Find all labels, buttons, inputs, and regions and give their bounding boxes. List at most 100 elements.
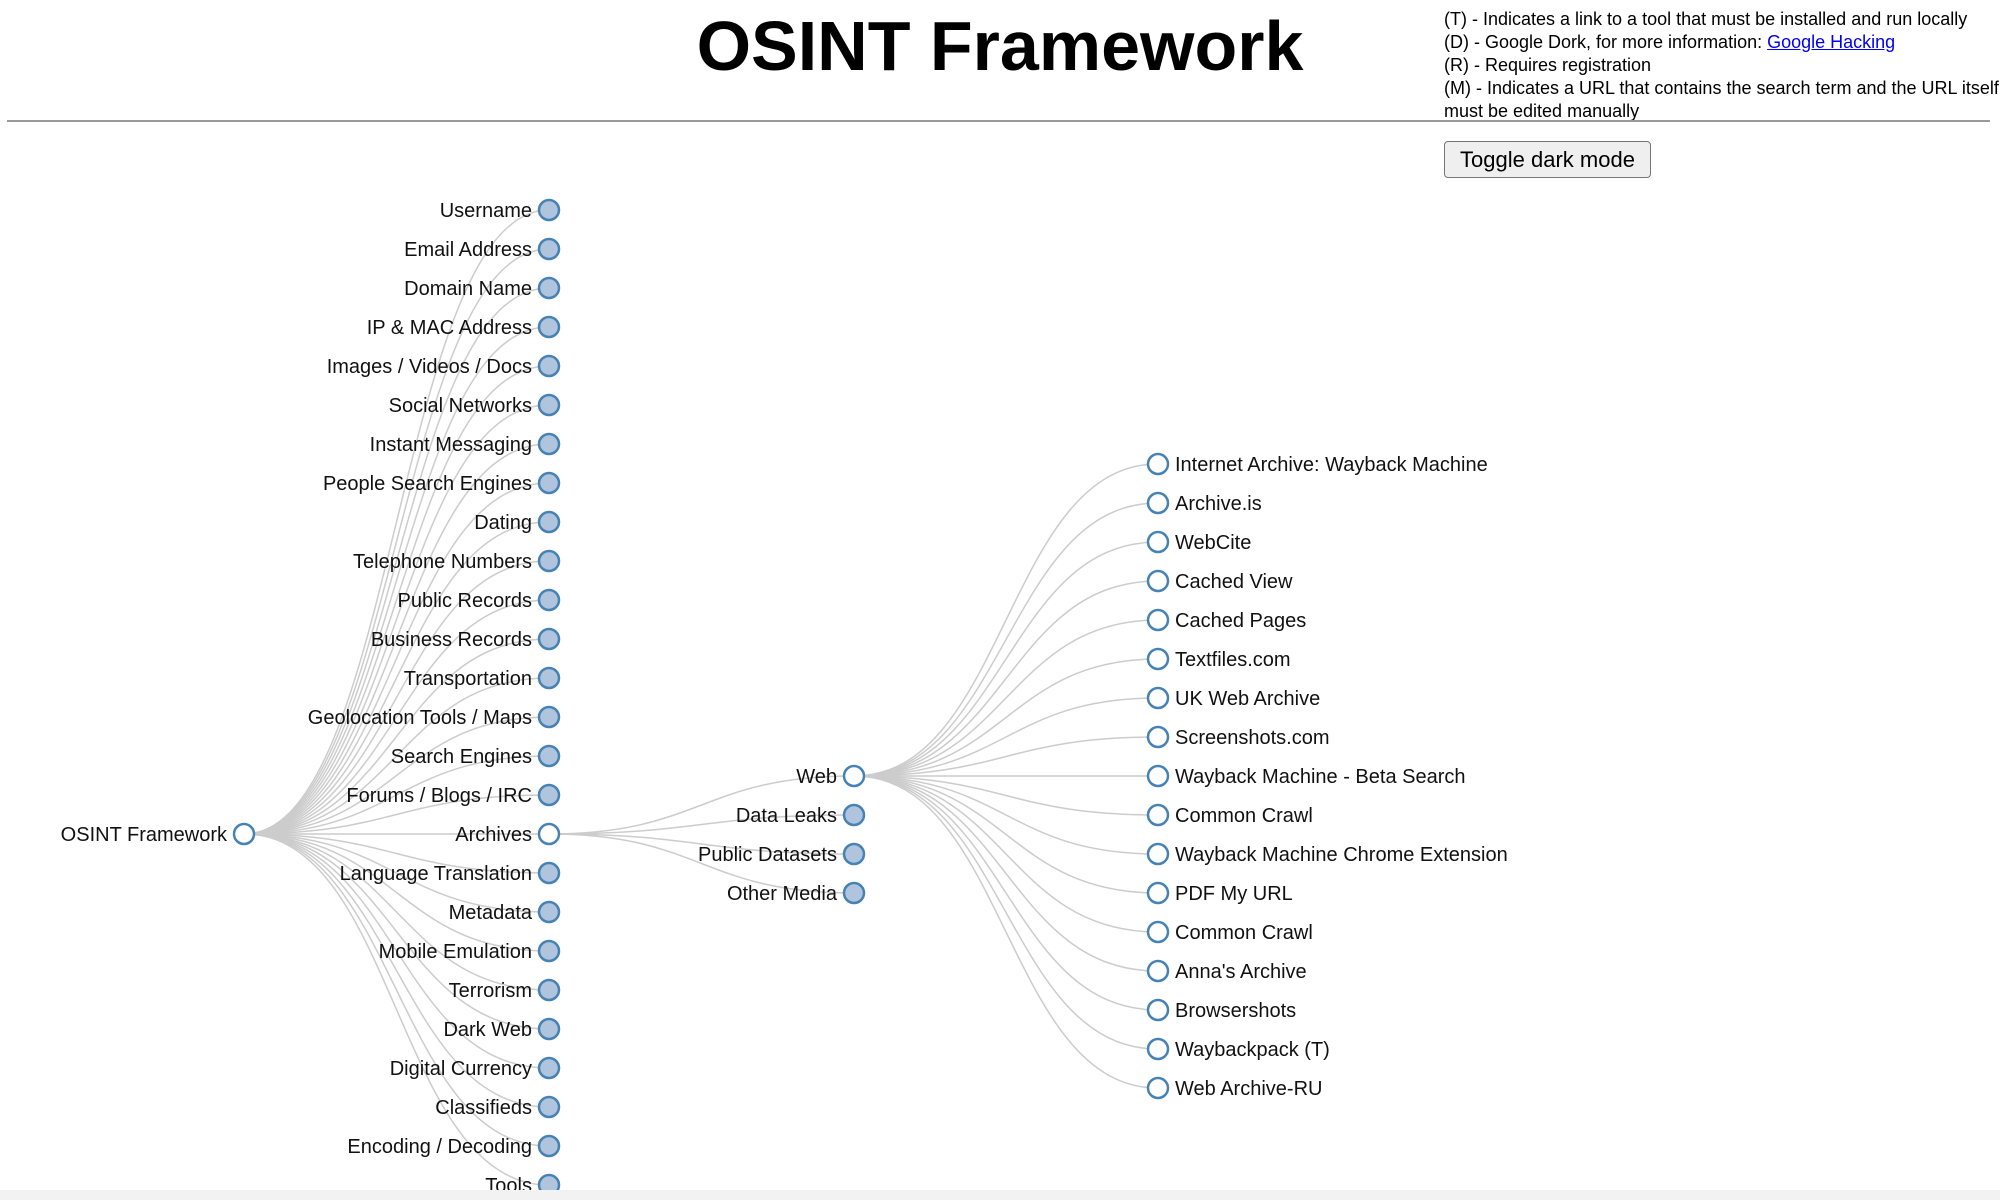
tree-link xyxy=(243,833,550,991)
node-circle-icon[interactable] xyxy=(537,1017,561,1041)
node-circle-icon[interactable] xyxy=(1146,686,1170,710)
node-circle-icon[interactable] xyxy=(537,705,561,729)
tree-node-web-archive-ru[interactable]: Web Archive-RU xyxy=(1146,1076,1322,1100)
tree-node-geolocation-tools-maps[interactable]: Geolocation Tools / Maps xyxy=(308,705,561,729)
node-circle-icon[interactable] xyxy=(842,764,866,788)
node-circle-icon[interactable] xyxy=(1146,998,1170,1022)
tree-node-screenshots-com[interactable]: Screenshots.com xyxy=(1146,725,1330,749)
node-circle-icon[interactable] xyxy=(1146,608,1170,632)
tree-node-web[interactable]: Web xyxy=(796,764,866,788)
tree-node-osint-framework[interactable]: OSINT Framework xyxy=(61,822,256,846)
node-circle-icon[interactable] xyxy=(1146,842,1170,866)
tree-node-common-crawl[interactable]: Common Crawl xyxy=(1146,920,1313,944)
tree-node-public-records[interactable]: Public Records xyxy=(397,588,561,612)
node-circle-icon[interactable] xyxy=(537,627,561,651)
node-circle-icon[interactable] xyxy=(537,315,561,339)
node-circle-icon[interactable] xyxy=(1146,725,1170,749)
node-circle-icon[interactable] xyxy=(537,666,561,690)
tree-node-archive-is[interactable]: Archive.is xyxy=(1146,491,1262,515)
tree-node-business-records[interactable]: Business Records xyxy=(371,627,561,651)
node-circle-icon[interactable] xyxy=(537,1056,561,1080)
tree-node-metadata[interactable]: Metadata xyxy=(449,900,561,924)
tree-node-other-media[interactable]: Other Media xyxy=(727,881,866,905)
node-circle-icon[interactable] xyxy=(537,900,561,924)
tree-node-username[interactable]: Username xyxy=(440,198,561,222)
tree-node-transportation[interactable]: Transportation xyxy=(404,666,561,690)
node-circle-icon[interactable] xyxy=(232,822,256,846)
google-hacking-link[interactable]: Google Hacking xyxy=(1767,32,1896,52)
tree-node-language-translation[interactable]: Language Translation xyxy=(340,861,561,885)
node-circle-icon[interactable] xyxy=(537,588,561,612)
node-circle-icon[interactable] xyxy=(1146,569,1170,593)
tree-node-ip-mac-address[interactable]: IP & MAC Address xyxy=(367,315,561,339)
node-circle-icon[interactable] xyxy=(537,276,561,300)
tree-node-domain-name[interactable]: Domain Name xyxy=(404,276,561,300)
tree-node-dating[interactable]: Dating xyxy=(474,510,561,534)
tree-node-archives[interactable]: Archives xyxy=(455,822,561,846)
node-circle-icon[interactable] xyxy=(842,803,866,827)
tree-node-textfiles-com[interactable]: Textfiles.com xyxy=(1146,647,1291,671)
node-circle-icon[interactable] xyxy=(1146,491,1170,515)
tree-node-cached-view[interactable]: Cached View xyxy=(1146,569,1293,593)
tree-node-wayback-machine-beta-search[interactable]: Wayback Machine - Beta Search xyxy=(1146,764,1466,788)
toggle-dark-mode-button[interactable]: Toggle dark mode xyxy=(1444,141,1651,178)
tree-node-dark-web[interactable]: Dark Web xyxy=(443,1017,561,1041)
tree-node-search-engines[interactable]: Search Engines xyxy=(391,744,561,768)
tree-node-common-crawl[interactable]: Common Crawl xyxy=(1146,803,1313,827)
tree-node-instant-messaging[interactable]: Instant Messaging xyxy=(370,432,561,456)
tree-node-webcite[interactable]: WebCite xyxy=(1146,530,1251,554)
tree-node-terrorism[interactable]: Terrorism xyxy=(449,978,561,1002)
node-circle-icon[interactable] xyxy=(537,744,561,768)
tree-node-mobile-emulation[interactable]: Mobile Emulation xyxy=(379,939,561,963)
tree-node-images-videos-docs[interactable]: Images / Videos / Docs xyxy=(327,354,561,378)
node-circle-icon[interactable] xyxy=(537,471,561,495)
tree-node-forums-blogs-irc[interactable]: Forums / Blogs / IRC xyxy=(346,783,561,807)
node-circle-icon[interactable] xyxy=(1146,1037,1170,1061)
tree-node-internet-archive-wayback-machine[interactable]: Internet Archive: Wayback Machine xyxy=(1146,452,1488,476)
tree-node-social-networks[interactable]: Social Networks xyxy=(389,393,561,417)
node-circle-icon[interactable] xyxy=(1146,764,1170,788)
node-circle-icon[interactable] xyxy=(537,861,561,885)
node-label: Images / Videos / Docs xyxy=(327,356,532,378)
tree-node-classifieds[interactable]: Classifieds xyxy=(435,1095,561,1119)
tree-node-encoding-decoding[interactable]: Encoding / Decoding xyxy=(347,1134,561,1158)
node-circle-icon[interactable] xyxy=(537,939,561,963)
tree-node-pdf-my-url[interactable]: PDF My URL xyxy=(1146,881,1293,905)
tree-node-digital-currency[interactable]: Digital Currency xyxy=(390,1056,561,1080)
node-circle-icon[interactable] xyxy=(537,354,561,378)
tree-node-public-datasets[interactable]: Public Datasets xyxy=(698,842,866,866)
node-circle-icon[interactable] xyxy=(842,842,866,866)
tree-node-wayback-machine-chrome-extension[interactable]: Wayback Machine Chrome Extension xyxy=(1146,842,1508,866)
node-circle-icon[interactable] xyxy=(1146,452,1170,476)
node-circle-icon[interactable] xyxy=(1146,1076,1170,1100)
tree-node-email-address[interactable]: Email Address xyxy=(404,237,561,261)
node-circle-icon[interactable] xyxy=(1146,881,1170,905)
tree-node-anna-s-archive[interactable]: Anna's Archive xyxy=(1146,959,1307,983)
tree-node-waybackpack-t[interactable]: Waybackpack (T) xyxy=(1146,1037,1330,1061)
node-circle-icon[interactable] xyxy=(1146,959,1170,983)
node-circle-icon[interactable] xyxy=(537,393,561,417)
tree-node-data-leaks[interactable]: Data Leaks xyxy=(736,803,866,827)
node-circle-icon[interactable] xyxy=(537,432,561,456)
tree-node-cached-pages[interactable]: Cached Pages xyxy=(1146,608,1306,632)
node-circle-icon[interactable] xyxy=(1146,920,1170,944)
tree-link xyxy=(853,775,1159,1050)
tree-node-browsershots[interactable]: Browsershots xyxy=(1146,998,1296,1022)
node-circle-icon[interactable] xyxy=(537,198,561,222)
tree-link xyxy=(243,248,550,835)
node-circle-icon[interactable] xyxy=(537,237,561,261)
node-circle-icon[interactable] xyxy=(537,1095,561,1119)
node-circle-icon[interactable] xyxy=(1146,530,1170,554)
node-circle-icon[interactable] xyxy=(537,783,561,807)
node-circle-icon[interactable] xyxy=(537,1134,561,1158)
node-circle-icon[interactable] xyxy=(842,881,866,905)
tree-node-uk-web-archive[interactable]: UK Web Archive xyxy=(1146,686,1320,710)
tree-node-people-search-engines[interactable]: People Search Engines xyxy=(323,471,561,495)
tree-node-telephone-numbers[interactable]: Telephone Numbers xyxy=(353,549,561,573)
node-circle-icon[interactable] xyxy=(1146,647,1170,671)
node-circle-icon[interactable] xyxy=(537,510,561,534)
node-circle-icon[interactable] xyxy=(537,549,561,573)
node-circle-icon[interactable] xyxy=(1146,803,1170,827)
node-circle-icon[interactable] xyxy=(537,822,561,846)
node-circle-icon[interactable] xyxy=(537,978,561,1002)
